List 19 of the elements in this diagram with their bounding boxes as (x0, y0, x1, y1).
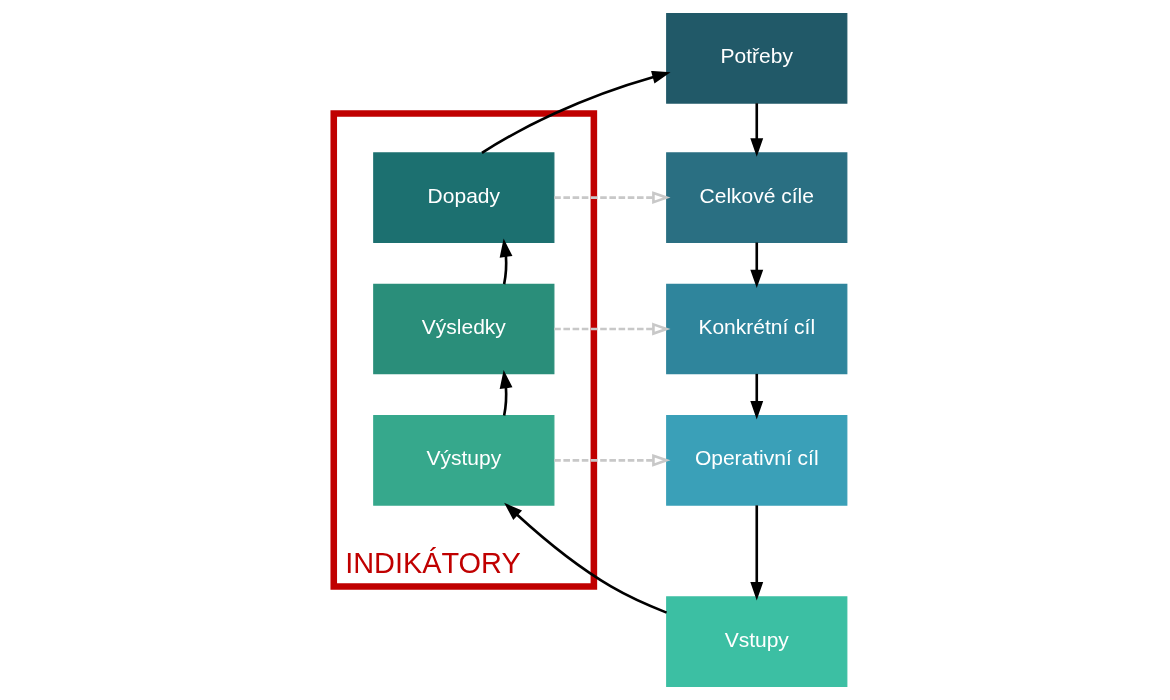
arrow (504, 502, 668, 614)
arrow (750, 103, 764, 157)
arrow (750, 505, 764, 601)
arrow (554, 191, 671, 205)
arrow (750, 373, 764, 420)
node-box: Celkové cíle (666, 152, 848, 243)
node-box: Vstupy (666, 596, 848, 687)
arrow (554, 453, 671, 467)
arrow (750, 242, 764, 289)
arrow (554, 322, 671, 336)
node-box: Operativní cíl (666, 415, 848, 506)
arrow (499, 238, 513, 285)
node-box: Konkrétní cíl (666, 283, 848, 375)
arrow (499, 369, 513, 416)
node-box: Výstupy (373, 415, 555, 506)
node-box: Výsledky (373, 283, 555, 375)
node-box: Dopady (373, 152, 555, 243)
node-box: Potřeby (666, 13, 848, 104)
arrow (481, 70, 671, 155)
